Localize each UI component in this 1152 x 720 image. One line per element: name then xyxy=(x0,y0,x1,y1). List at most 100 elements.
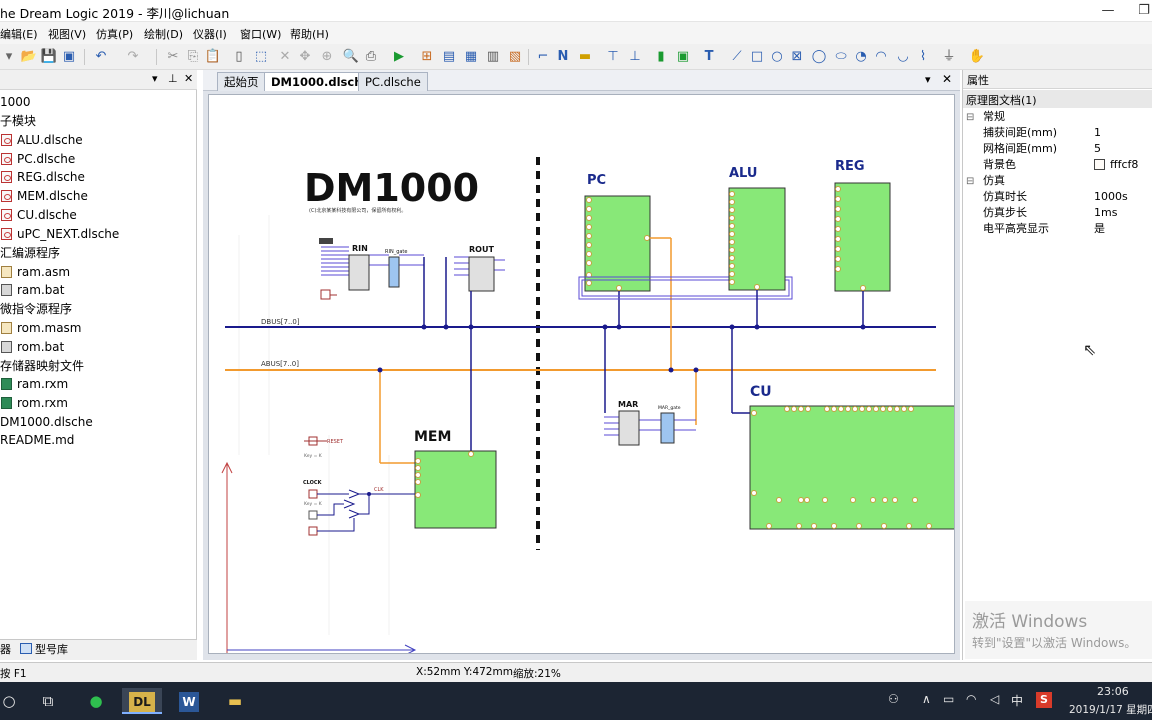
tray-expand-icon[interactable]: ∧ xyxy=(922,692,931,706)
target-icon[interactable]: ⊕ xyxy=(321,49,333,64)
tree-group-submodules[interactable]: 子模块 xyxy=(0,114,37,128)
volume-icon[interactable]: ◁ xyxy=(990,692,1000,706)
tab-model-library[interactable]: 型号库 xyxy=(20,642,68,658)
menu-simulate[interactable]: 仿真(P) xyxy=(96,28,134,41)
cross-tool-icon[interactable]: ⊠ xyxy=(791,49,803,64)
tab-explorer[interactable]: 器 xyxy=(0,643,11,656)
properties-doc-type[interactable]: 原理图文档(1) xyxy=(963,90,1152,108)
package-icon[interactable]: ▧ xyxy=(508,49,522,64)
menu-view[interactable]: 视图(V) xyxy=(48,28,87,41)
redo-icon[interactable]: ↷ xyxy=(127,49,139,64)
wifi-icon[interactable]: ◠ xyxy=(966,692,977,706)
copy-icon[interactable]: ⎘ xyxy=(187,49,199,64)
task-view-icon[interactable]: ⧉ xyxy=(42,692,54,710)
delete-icon[interactable]: ✕ xyxy=(279,49,291,64)
toolbar-overflow-icon[interactable]: ▾ xyxy=(5,49,13,64)
page-icon[interactable]: ▯ xyxy=(235,49,243,64)
tree-group-memory-map[interactable]: 存储器映射文件 xyxy=(0,359,85,373)
collapse-icon[interactable]: ⊟ xyxy=(966,112,975,123)
search-icon[interactable]: ○ xyxy=(2,692,16,710)
menu-window[interactable]: 窗口(W) xyxy=(240,28,282,41)
file-explorer-icon[interactable]: ▬ xyxy=(227,692,243,710)
tree-group-microcode[interactable]: 微指令源程序 xyxy=(0,302,73,316)
oval-tool-icon[interactable]: ⬭ xyxy=(835,49,847,64)
property-row[interactable]: 网格间距(mm) 5 xyxy=(983,142,1101,155)
save-icon[interactable]: 💾 xyxy=(40,49,58,64)
pc-block[interactable]: PC xyxy=(584,173,674,373)
property-group-simulation[interactable]: ⊟ 仿真 xyxy=(963,173,1152,189)
property-group-general[interactable]: ⊟ 常规 xyxy=(963,109,1152,125)
ground-icon[interactable]: ⏚ xyxy=(942,49,956,64)
people-icon[interactable]: ⚇ xyxy=(888,692,899,706)
wire-icon[interactable]: ⌐ xyxy=(537,49,549,64)
circle-tool-icon[interactable]: ◯ xyxy=(811,49,827,64)
junction-icon[interactable]: ⊥ xyxy=(629,49,641,64)
hand-tool-icon[interactable]: ✋ xyxy=(968,49,986,64)
rectangle-tool-icon[interactable]: □ xyxy=(750,49,764,64)
bus-entry-icon[interactable]: ▬ xyxy=(578,49,592,64)
undo-icon[interactable]: ↶ xyxy=(95,49,107,64)
close-document-icon[interactable]: ✕ xyxy=(942,72,953,86)
menu-help[interactable]: 帮助(H) xyxy=(290,28,329,41)
clock-date[interactable]: 2019/1/17 星期四 xyxy=(1069,704,1152,716)
schematic-canvas[interactable]: DM1000 (C)北京某某科技有限公司，保留所有权利。 DBUS[7..0] … xyxy=(208,94,955,654)
ellipse-tool-icon[interactable]: ○ xyxy=(771,49,783,64)
port-icon[interactable]: ⊤ xyxy=(607,49,619,64)
browser-icon[interactable]: ● xyxy=(89,692,103,710)
maximize-icon[interactable]: ❐ xyxy=(1138,3,1150,18)
text-tool-icon[interactable]: T xyxy=(704,49,714,64)
cut-icon[interactable]: ✂ xyxy=(167,49,179,64)
alu-block[interactable]: ALU xyxy=(728,166,786,330)
line-tool-icon[interactable]: ⟋ xyxy=(732,49,742,64)
ime-indicator[interactable]: 中 xyxy=(1011,694,1024,708)
property-row[interactable]: 仿真时长 1000s xyxy=(983,190,1128,203)
move-icon[interactable]: ✥ xyxy=(299,49,311,64)
grid-icon[interactable]: ▦ xyxy=(464,49,478,64)
open-folder-icon[interactable]: 📂 xyxy=(20,49,38,64)
pin-panel-icon[interactable]: ⊥ xyxy=(168,72,178,85)
cu-block[interactable]: CU xyxy=(729,324,956,530)
tree-group-asm[interactable]: 汇编源程序 xyxy=(0,246,61,260)
property-row[interactable]: 捕获间距(mm) 1 xyxy=(983,126,1101,139)
dreamlogic-app-icon[interactable]: DL xyxy=(122,688,162,714)
select-area-icon[interactable]: ⬚ xyxy=(254,49,268,64)
collapse-icon[interactable]: ⊟ xyxy=(966,176,975,187)
panel-dropdown-icon[interactable]: ▾ xyxy=(152,72,158,85)
tree-root[interactable]: 1000 xyxy=(0,95,31,109)
component-icon[interactable]: ⊞ xyxy=(421,49,433,64)
tab-list-icon[interactable]: ▾ xyxy=(925,73,931,86)
curve-tool-icon[interactable]: ◡ xyxy=(897,49,909,64)
run-simulation-icon[interactable]: ▶ xyxy=(394,49,404,64)
battery-icon[interactable]: ▭ xyxy=(943,692,955,706)
chip-icon[interactable]: ▣ xyxy=(676,49,690,64)
tab-start-page[interactable]: 起始页 xyxy=(217,72,266,91)
minimize-icon[interactable]: — xyxy=(1101,3,1115,18)
mem-block[interactable]: MEM xyxy=(377,327,497,529)
save-all-icon[interactable]: ▣ xyxy=(62,49,76,64)
word-icon[interactable]: W xyxy=(172,688,206,714)
tree-item-main-schematic[interactable]: DM1000.dlsche xyxy=(0,415,93,429)
close-panel-icon[interactable]: ✕ xyxy=(184,72,194,85)
paste-icon[interactable]: 📋 xyxy=(204,49,222,64)
tree-item-readme[interactable]: README.md xyxy=(0,433,75,447)
arc-ccw-tool-icon[interactable]: ◠ xyxy=(875,49,887,64)
menu-instrument[interactable]: 仪器(I) xyxy=(193,28,227,41)
list-icon[interactable]: ▥ xyxy=(486,49,500,64)
arc-tool-icon[interactable]: ◔ xyxy=(855,49,867,64)
background-color-swatch[interactable] xyxy=(1094,159,1105,170)
reg-block[interactable]: REG xyxy=(834,159,891,330)
clock-time[interactable]: 23:06 xyxy=(1097,685,1129,698)
print-icon[interactable]: ⎙ xyxy=(365,49,377,64)
table-icon[interactable]: ▤ xyxy=(442,49,456,64)
menu-draw[interactable]: 绘制(D) xyxy=(144,28,184,41)
property-row[interactable]: 电平高亮显示 是 xyxy=(983,222,1105,235)
net-label-icon[interactable]: N xyxy=(557,49,569,64)
mar-block[interactable]: MAR MAR_gate xyxy=(602,324,699,446)
menu-edit[interactable]: 编辑(E) xyxy=(0,28,38,41)
print-preview-icon[interactable]: 🔍 xyxy=(342,49,360,64)
tab-dm1000[interactable]: DM1000.dlsche xyxy=(264,72,378,91)
pin-icon[interactable]: ▮ xyxy=(657,49,665,64)
property-row[interactable]: 背景色 fffcf8 xyxy=(983,158,1139,171)
polyline-tool-icon[interactable]: ⌇ xyxy=(919,49,927,64)
property-row[interactable]: 仿真步长 1ms xyxy=(983,206,1118,219)
